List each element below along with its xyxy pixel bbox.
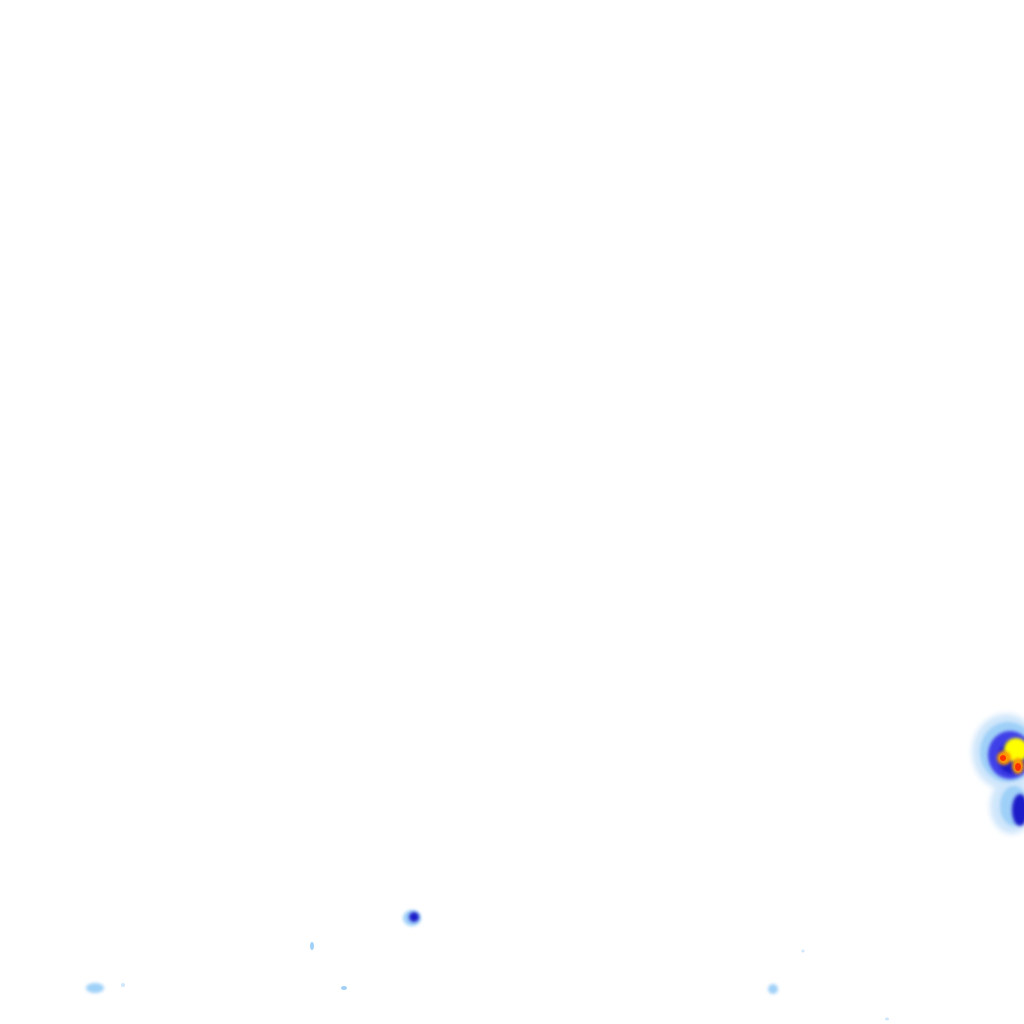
storm-cell-small-center [403, 910, 421, 926]
light-returns [86, 942, 889, 1021]
storm-cell-right-edge [972, 714, 1024, 834]
